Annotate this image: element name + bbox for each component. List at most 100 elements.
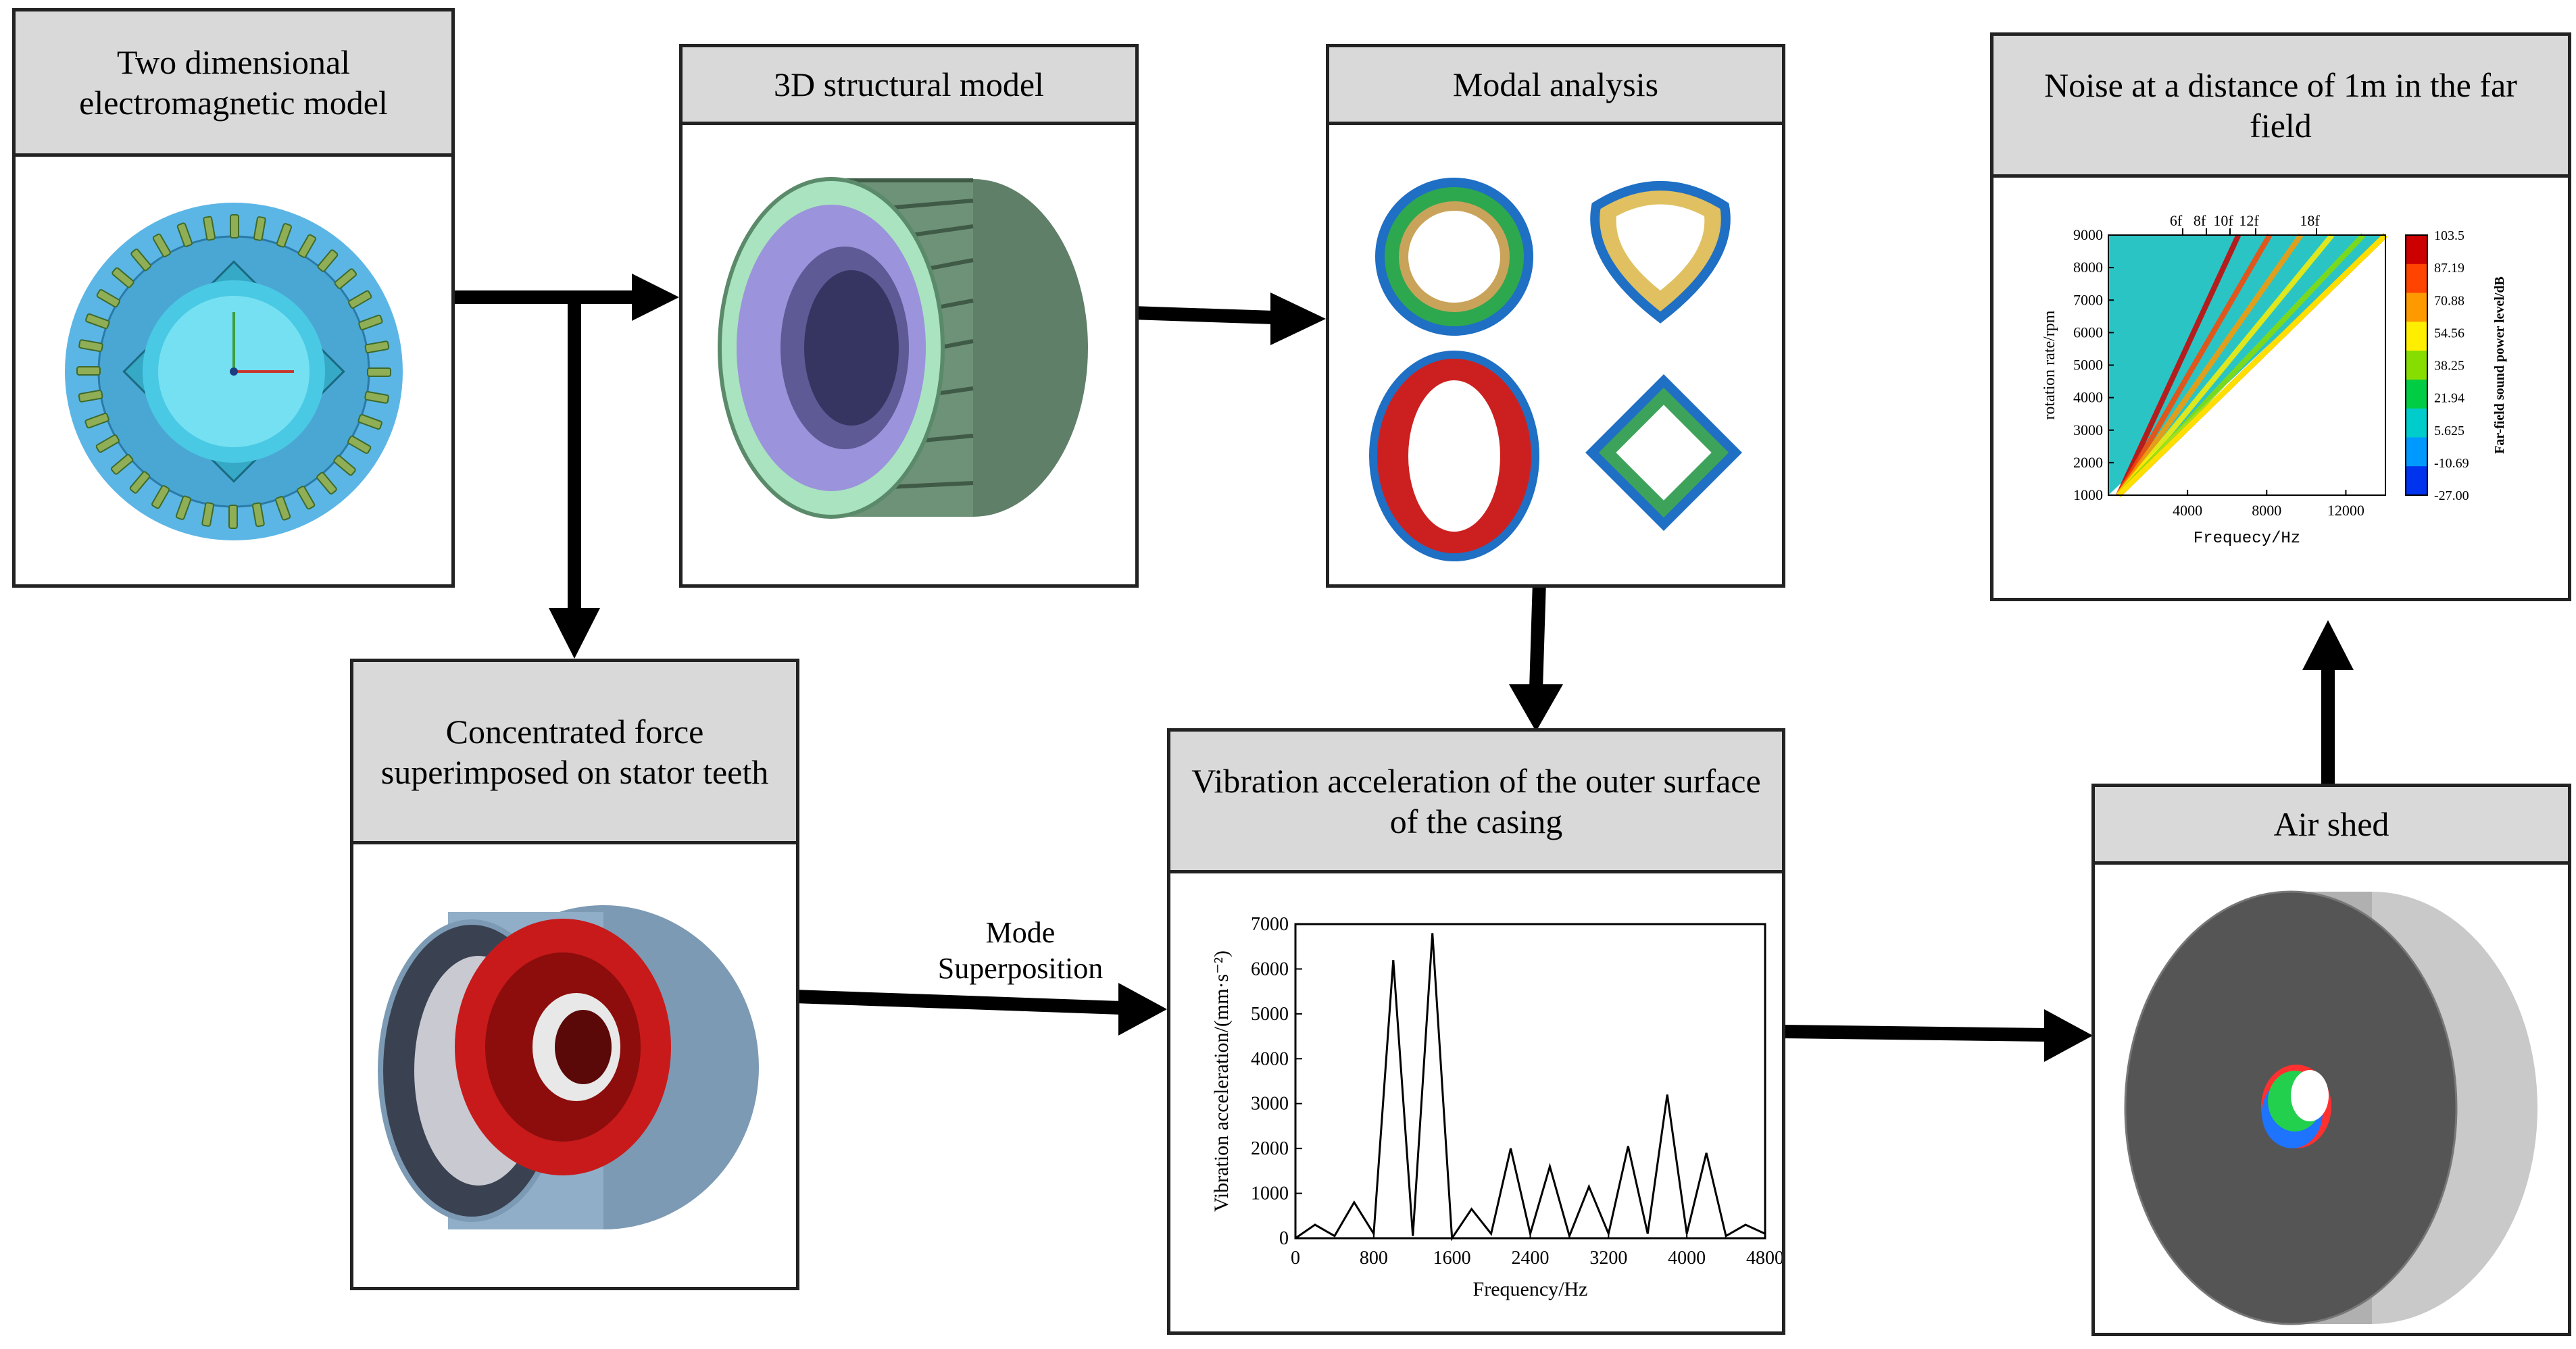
mode-shape-triangle [1590,181,1731,324]
edge-label-mode-superposition: Mode Superposition [937,916,1104,985]
node-em-model-title: Two dimensional electromagnetic model [16,11,451,157]
arrowhead-force [549,608,600,659]
colorbar-band [2406,379,2427,409]
node-airshed: Air shed [2091,784,2571,1336]
y-tick-label: 6000 [1251,959,1289,979]
node-structural-model: 3D structural model [679,44,1139,588]
vibration-plot-frame [1294,923,1766,1240]
stator-slot [175,495,192,520]
arrow-vibration-to-airshed [1780,1025,2048,1042]
stator-slot [78,389,103,403]
y-tick-label: 5000 [2073,357,2103,374]
y-tick-label: 8000 [2073,259,2103,276]
arrowhead-noise [2302,620,2354,670]
order-line [2116,233,2387,497]
colorbar-band [2406,263,2427,294]
order-line [2116,234,2241,497]
colorbar-band [2406,437,2427,467]
y-tick-label: 2000 [1251,1138,1289,1159]
stator-slot [228,505,238,529]
stator-slot [112,267,134,288]
node-structural-model-title: 3D structural model [683,47,1135,125]
x-tick-label: 800 [1360,1248,1388,1269]
colorbar-band [2406,466,2427,496]
colorbar-tick-label: 103.5 [2434,228,2464,243]
stator-slot [297,234,316,258]
order-marker-label: 10f [2213,212,2233,229]
y-axis-label: Vibration acceleration/(mm·s⁻²) [1210,950,1233,1212]
stator-slot [84,412,109,429]
order-line [2116,233,2273,497]
x-tick-label: 12000 [2327,502,2364,519]
stator-slot [297,486,316,510]
mode-shape-circle [1375,178,1533,336]
airshed-image [2095,865,2568,1333]
stator-slot [317,249,339,272]
arrow-structural-to-modal [1131,306,1274,324]
mode-shape-square [1585,374,1742,531]
colorbar-label: Far-field sound power level/dB [2492,276,2507,454]
y-axis-label: rotation rate/rpm [2041,310,2058,419]
order-line [2116,233,2304,497]
node-vibration: Vibration acceleration of the outer surf… [1167,728,1785,1335]
arrowhead-modal [1270,292,1326,345]
order-marker-label: 18f [2300,212,2320,229]
stator-slot [364,390,389,404]
colorbar-tick-label: -27.00 [2434,488,2469,503]
node-modal-analysis-title: Modal analysis [1329,47,1782,125]
colorbar-tick-label: 38.25 [2434,359,2464,374]
x-tick-label: 4800 [1746,1248,1782,1269]
stator-slot [76,366,101,376]
stator-slot [276,223,293,248]
node-modal-analysis: Modal analysis [1326,44,1785,588]
arrow-modal-to-vibration [1529,580,1546,690]
stator-slot [201,502,215,527]
arrowhead-structural [632,274,679,321]
y-tick-label: 6000 [2073,324,2103,340]
x-tick-label: 2400 [1512,1248,1550,1269]
x-axis-label: Frequency/Hz [1473,1278,1588,1300]
node-noise-title: Noise at a distance of 1m in the far fie… [1993,36,2568,178]
mode-shape-ellipse [1369,351,1539,561]
colorbar-tick-label: 54.56 [2434,326,2464,340]
stator-slot [78,339,103,353]
colorbar-band [2406,235,2427,265]
colorbar-tick-label: 5.625 [2434,424,2464,438]
order-line [2116,233,2335,497]
stator-slot [348,290,372,309]
colorbar-band [2406,292,2427,323]
stator-slot [364,340,390,354]
em-model-image [16,157,451,584]
stator-slot [96,289,120,308]
vibration-series-line [1295,933,1766,1242]
stator-slot [358,314,383,331]
y-tick-label: 5000 [1251,1004,1289,1025]
stator-slot [334,268,357,289]
y-tick-label: 3000 [2073,422,2103,438]
colorbar-band [2406,351,2427,380]
node-airshed-title: Air shed [2095,787,2568,865]
y-tick-label: 2000 [2073,454,2103,471]
y-tick-label: 0 [1279,1228,1289,1249]
node-em-model: Two dimensional electromagnetic model [12,8,455,588]
arrowhead-vibration [1509,684,1563,732]
x-tick-label: 4000 [2173,502,2202,519]
arrow-force-to-vibration [793,990,1122,1015]
node-vibration-title: Vibration acceleration of the outer surf… [1170,732,1782,873]
colorbar-band [2406,408,2427,438]
stator-slot [176,222,193,247]
node-force-title: Concentrated force superimposed on stato… [353,662,796,844]
stator-slot [357,413,382,430]
y-tick-label: 4000 [1251,1048,1289,1069]
stator-slot [203,215,216,241]
colorbar-tick-label: -10.69 [2434,456,2469,471]
y-tick-label: 3000 [1251,1094,1289,1115]
colorbar-frame [2405,234,2428,496]
stator-slot [85,313,110,330]
y-tick-label: 7000 [2073,291,2103,308]
stator-slot [111,454,134,475]
stator-slot [251,502,265,528]
x-tick-label: 1600 [1433,1248,1471,1269]
y-tick-label: 9000 [2073,226,2103,243]
